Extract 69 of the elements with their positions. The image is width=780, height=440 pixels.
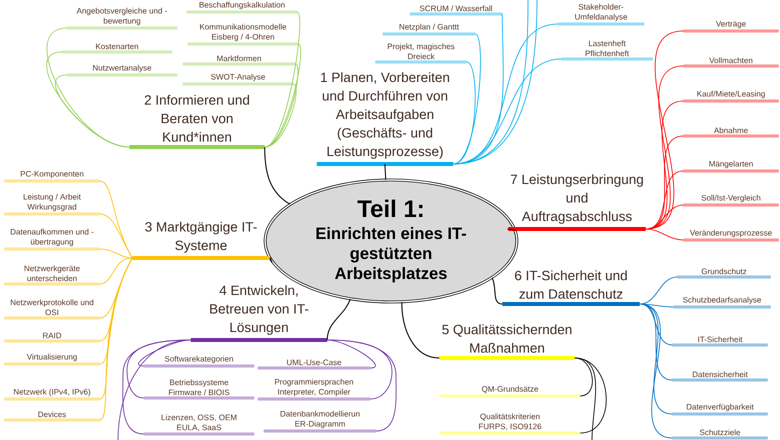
branch-line bbox=[639, 304, 673, 438]
subtopic: Datenverfügbarkeit bbox=[672, 404, 768, 416]
subtopic: SCRUM / Wasserfall bbox=[410, 5, 502, 16]
main-topic: 5 Qualitätssichernden Maßnahmen bbox=[439, 324, 575, 360]
subtopic: Qualitätskriterien FURPS, ISO9126 bbox=[440, 413, 580, 434]
subtopic: Nutzwertanalyse bbox=[66, 64, 178, 76]
branch-line bbox=[574, 358, 606, 434]
connector-line bbox=[264, 146, 290, 205]
subtopic: Mängelarten bbox=[683, 160, 779, 172]
subtopic: QM-Grundsätze bbox=[440, 386, 580, 398]
subtopic: Betriebssysteme Firmware / BIOIS bbox=[144, 379, 254, 400]
branch-line bbox=[264, 84, 296, 148]
subtopic: Soll/Ist-Vergleich bbox=[683, 194, 779, 206]
subtopic: UML-Use-Case bbox=[258, 360, 370, 370]
subtopic: Virtualisierung bbox=[4, 354, 100, 366]
subtopic: Grundschutz bbox=[677, 268, 771, 278]
subtopic: Lastenheft Pflichtenheft bbox=[561, 40, 653, 60]
branch-line bbox=[326, 340, 397, 432]
subtopic: Veränderungsprozesse bbox=[683, 230, 779, 242]
connector-line bbox=[326, 298, 351, 340]
subtopic: RAID bbox=[4, 332, 100, 342]
branch-line bbox=[645, 228, 684, 240]
subtopic: Softwarekategorien bbox=[144, 356, 254, 368]
subtopic: Leistung / Arbeit Wirkungsgrad bbox=[4, 194, 100, 216]
subtopic: Kommunikationsmodelle Eisberg / 4-Ohren bbox=[188, 24, 298, 46]
branch-line bbox=[639, 304, 673, 380]
branch-line bbox=[645, 204, 684, 230]
connector-line bbox=[269, 258, 273, 262]
branch-line bbox=[99, 248, 133, 258]
subtopic: Angebotsvergleiche und - bewertung bbox=[66, 8, 178, 30]
subtopic: Devices bbox=[4, 411, 100, 422]
subtopic: Netzwerkgeräte unterscheiden bbox=[4, 265, 100, 286]
subtopic: Schutzziele bbox=[672, 429, 768, 440]
subtopic: Datenbankmodellierun ER-Diagramm bbox=[264, 410, 376, 432]
subtopic: SWOT-Analyse bbox=[182, 74, 294, 86]
connector-line bbox=[401, 302, 440, 358]
subtopic: Stakeholder-Umfeldanalyse bbox=[558, 4, 644, 26]
branch-line bbox=[264, 64, 298, 148]
subtopic: Datenaufkommen und - übertragung bbox=[4, 228, 100, 250]
subtopic: Schutzbedarfsanalyse bbox=[673, 296, 771, 308]
main-topic: 2 Informieren und Beraten von Kund*innen bbox=[129, 94, 265, 149]
subtopic: Programmiersprachen Interpreter, Compiler bbox=[258, 378, 370, 400]
subtopic: Kostenarten bbox=[62, 44, 172, 54]
subtopic: Lizenzen, OSS, OEM EULA, SaaS bbox=[144, 414, 254, 436]
branch-line bbox=[574, 358, 596, 440]
branch-line bbox=[55, 74, 130, 148]
subtopic: PC-Komponenten bbox=[4, 170, 100, 182]
subtopic: Netzwerk (IPv4, IPv6) bbox=[4, 388, 100, 400]
subtopic: Netzwerkprotokolle und OSI bbox=[4, 299, 100, 320]
branch-line bbox=[452, 62, 476, 164]
subtopic: Datensicherheit bbox=[672, 371, 768, 382]
branch-line bbox=[99, 258, 133, 342]
subtopic: Marktformen bbox=[182, 55, 296, 66]
connector-line bbox=[507, 228, 516, 231]
branch-line bbox=[99, 258, 133, 284]
branch-line bbox=[639, 304, 674, 308]
connector-line bbox=[384, 164, 386, 180]
subtopic: Kauf/Miete/Leasing bbox=[683, 90, 779, 102]
connector-line bbox=[492, 277, 503, 304]
subtopic: Netzplan / Ganttt bbox=[382, 24, 476, 36]
subtopic: Verträge bbox=[683, 21, 779, 32]
branch-line bbox=[264, 12, 300, 148]
subtopic: Vollmachten bbox=[683, 57, 779, 68]
main-topic: 1 Planen, Vorbereiten und Durchführen von Arbeitsaufgaben (Geschäfts- und Leistungsprozesse) bbox=[316, 72, 454, 166]
subtopic: Beschaffungskalkulation bbox=[186, 2, 298, 14]
branch-line bbox=[99, 214, 133, 258]
subtopic: Projekt, magisches Dreieck bbox=[375, 43, 467, 64]
subtopic: IT-Sicherheit bbox=[672, 336, 768, 346]
subtopic: Abnahme bbox=[683, 127, 779, 138]
